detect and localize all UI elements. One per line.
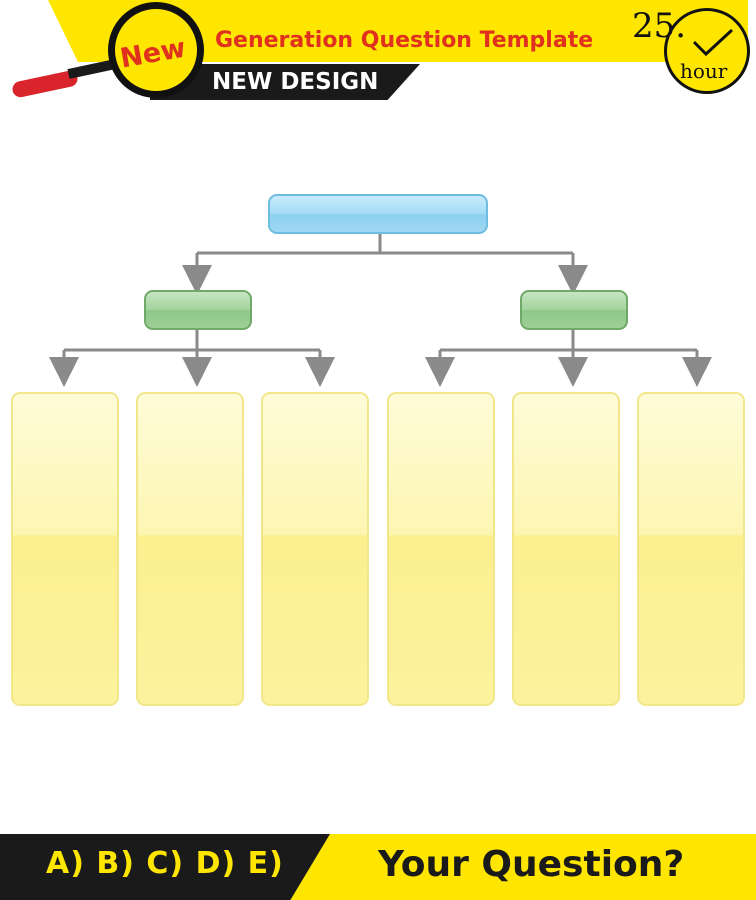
- leaf-node-1: [11, 392, 119, 706]
- timer-number: 25.: [632, 6, 687, 46]
- leaf-node-2: [136, 392, 244, 706]
- checkmark-icon: [692, 28, 734, 57]
- header-banner: New Generation Question Template NEW DES…: [0, 0, 756, 110]
- footer-yellow-band: [290, 834, 756, 900]
- leaf-node-4: [387, 392, 495, 706]
- header-subtitle: NEW DESIGN: [212, 69, 379, 95]
- clock-icon: [664, 8, 750, 94]
- header-title: Generation Question Template: [215, 28, 594, 53]
- top-node: [268, 194, 488, 234]
- leaf-node-6: [637, 392, 745, 706]
- timer-unit: hour: [680, 59, 728, 83]
- leaf-node-5: [512, 392, 620, 706]
- magnifier-icon: [108, 2, 204, 98]
- question-prompt: Your Question?: [378, 844, 685, 885]
- footer-black-band: [0, 834, 330, 900]
- leaf-node-3: [261, 392, 369, 706]
- mid-node-left: [144, 290, 252, 330]
- answer-options: A) B) C) D) E): [46, 846, 284, 881]
- mid-node-right: [520, 290, 628, 330]
